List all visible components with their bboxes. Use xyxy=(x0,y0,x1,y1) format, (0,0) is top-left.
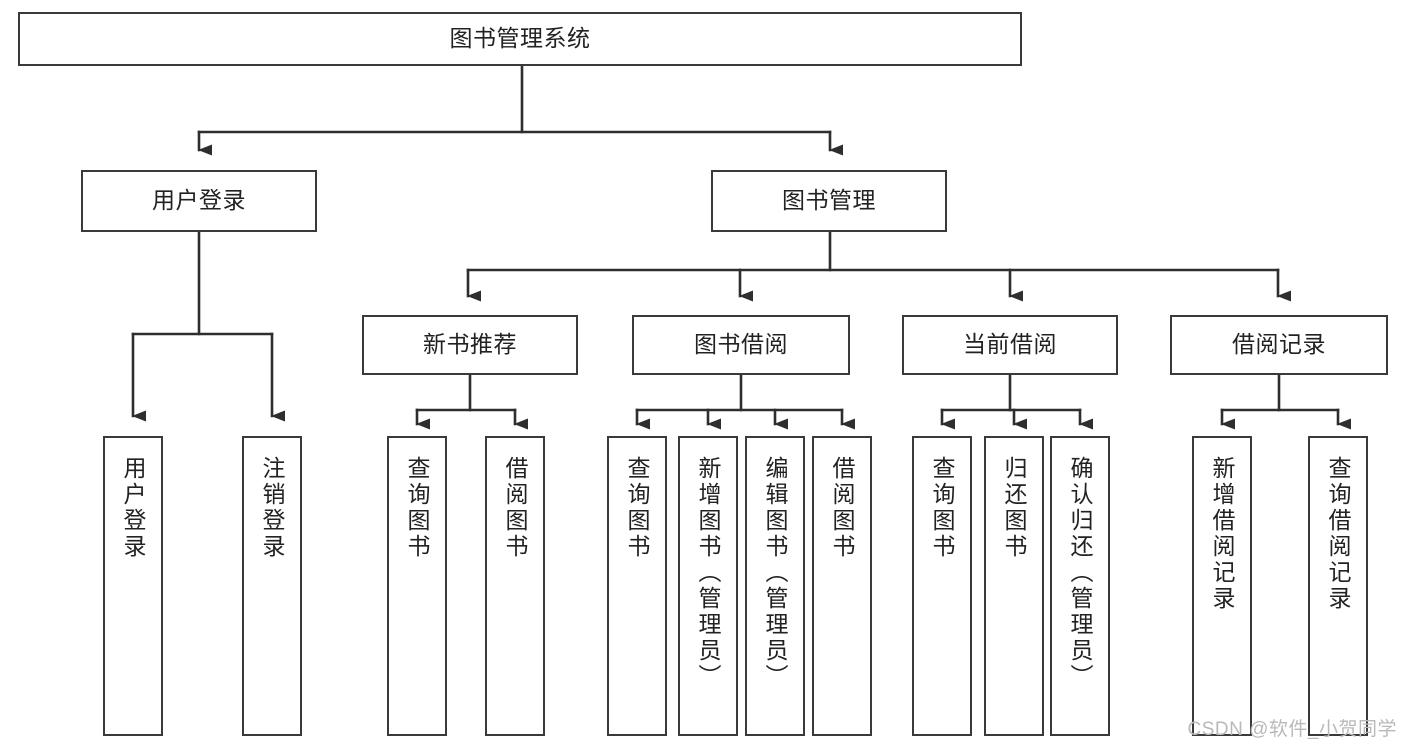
node-leaf-query-book-3[interactable]: 查询图书 xyxy=(912,436,972,736)
node-leaf-logout-label: 注销登录 xyxy=(259,456,286,560)
node-root-label: 图书管理系统 xyxy=(449,25,591,52)
node-new-book-rec[interactable]: 新书推荐 xyxy=(362,315,578,375)
node-leaf-borrow-book-2-label: 借阅图书 xyxy=(829,456,856,560)
node-leaf-user-login-label: 用户登录 xyxy=(120,456,147,560)
node-borrow-record-label: 借阅记录 xyxy=(1232,331,1326,358)
node-current-borrow-label: 当前借阅 xyxy=(963,331,1057,358)
csdn-watermark: CSDN @软件_小贺同学 xyxy=(1187,719,1397,740)
node-leaf-query-book-2-label: 查询图书 xyxy=(624,456,651,560)
node-leaf-return-book-label: 归还图书 xyxy=(1001,456,1028,560)
node-borrow-record[interactable]: 借阅记录 xyxy=(1170,315,1388,375)
node-leaf-add-record-label: 新增借阅记录 xyxy=(1209,456,1236,612)
node-leaf-add-book[interactable]: 新增图书（管理员） xyxy=(678,436,738,736)
node-user-login[interactable]: 用户登录 xyxy=(81,170,317,232)
node-book-manage-label: 图书管理 xyxy=(782,187,876,214)
node-leaf-query-book-2[interactable]: 查询图书 xyxy=(607,436,667,736)
node-leaf-user-login[interactable]: 用户登录 xyxy=(103,436,163,736)
node-new-book-rec-label: 新书推荐 xyxy=(423,331,517,358)
node-leaf-query-book-1[interactable]: 查询图书 xyxy=(387,436,447,736)
node-leaf-add-record[interactable]: 新增借阅记录 xyxy=(1192,436,1252,736)
node-leaf-edit-book[interactable]: 编辑图书（管理员） xyxy=(745,436,805,736)
node-leaf-confirm-return[interactable]: 确认归还（管理员） xyxy=(1050,436,1110,736)
node-leaf-return-book[interactable]: 归还图书 xyxy=(984,436,1044,736)
node-leaf-borrow-book-1-label: 借阅图书 xyxy=(502,456,529,560)
node-user-login-label: 用户登录 xyxy=(152,187,246,214)
node-leaf-query-book-3-label: 查询图书 xyxy=(929,456,956,560)
node-leaf-query-record-label: 查询借阅记录 xyxy=(1325,456,1352,612)
node-leaf-edit-book-label: 编辑图书（管理员） xyxy=(762,456,789,690)
node-current-borrow[interactable]: 当前借阅 xyxy=(902,315,1118,375)
node-leaf-logout[interactable]: 注销登录 xyxy=(242,436,302,736)
node-book-borrow[interactable]: 图书借阅 xyxy=(632,315,850,375)
node-book-borrow-label: 图书借阅 xyxy=(694,331,788,358)
node-leaf-query-book-1-label: 查询图书 xyxy=(404,456,431,560)
node-book-manage[interactable]: 图书管理 xyxy=(711,170,947,232)
node-leaf-query-record[interactable]: 查询借阅记录 xyxy=(1308,436,1368,736)
node-leaf-add-book-label: 新增图书（管理员） xyxy=(695,456,722,690)
node-leaf-borrow-book-1[interactable]: 借阅图书 xyxy=(485,436,545,736)
node-root[interactable]: 图书管理系统 xyxy=(18,12,1022,66)
node-leaf-confirm-return-label: 确认归还（管理员） xyxy=(1067,456,1094,690)
node-leaf-borrow-book-2[interactable]: 借阅图书 xyxy=(812,436,872,736)
